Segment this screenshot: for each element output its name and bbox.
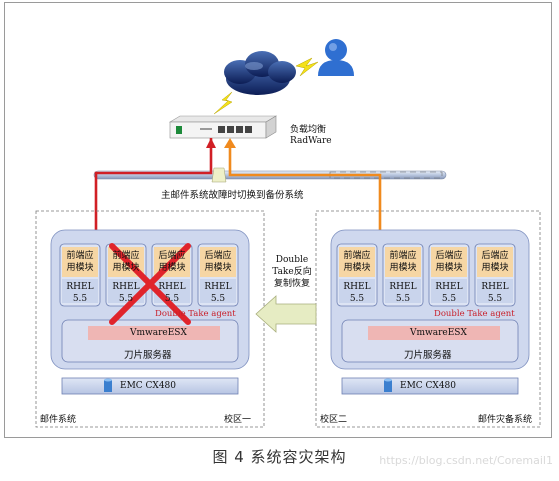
left-agent-label: Double Take agent bbox=[155, 309, 236, 319]
backup-path-arrow bbox=[228, 145, 382, 234]
replication-arrow bbox=[255, 295, 317, 333]
right-agent-label: Double Take agent bbox=[434, 309, 515, 319]
right-module-boxes bbox=[336, 243, 516, 307]
right-system-label: 邮件灾备系统 bbox=[478, 415, 533, 425]
left-blade-label: 刀片服务器 bbox=[124, 350, 172, 361]
switch-description: 主邮件系统故障时切换到备份系统 bbox=[161, 190, 304, 201]
user-icon bbox=[318, 39, 354, 76]
double-take-label: Double Take反向 复制恢复 bbox=[272, 255, 312, 289]
lightning-icon bbox=[213, 91, 233, 115]
load-balancer-device bbox=[168, 115, 278, 139]
lightning-icon bbox=[295, 57, 319, 77]
right-module-1: 前端应用模块 bbox=[343, 251, 371, 273]
left-module-1: 前端应用模块 bbox=[66, 251, 94, 273]
right-emc-label: EMC CX480 bbox=[400, 381, 457, 391]
left-module-2: 前端应用模块 bbox=[112, 251, 140, 273]
left-module-4: 后端应用模块 bbox=[204, 251, 232, 273]
right-campus-label: 校区二 bbox=[320, 415, 348, 425]
primary-path-arrow bbox=[94, 138, 213, 238]
right-vmware-bar bbox=[368, 326, 500, 340]
left-system-label: 邮件系统 bbox=[40, 415, 77, 425]
left-campus-label: 校区一 bbox=[224, 415, 252, 425]
figure-caption: 图 4 系统容灾架构 bbox=[212, 448, 347, 466]
radware-label: RadWare bbox=[290, 136, 332, 146]
right-module-3: 后端应用模块 bbox=[435, 251, 463, 273]
internet-cloud-icon bbox=[224, 51, 296, 95]
database-icon bbox=[384, 378, 392, 392]
right-blade-label: 刀片服务器 bbox=[404, 350, 452, 361]
left-module-3: 后端应用模块 bbox=[158, 251, 186, 273]
left-module-boxes bbox=[59, 243, 239, 307]
left-emc-label: EMC CX480 bbox=[120, 381, 177, 391]
failure-x-icon bbox=[109, 243, 191, 325]
right-module-2: 前端应用模块 bbox=[389, 251, 417, 273]
watermark: https://blog.csdn.net/Coremail1 bbox=[379, 454, 553, 467]
database-icon bbox=[104, 378, 112, 392]
load-balance-label: 负载均衡 bbox=[290, 125, 327, 135]
right-vmware-label: VmwareESX bbox=[410, 328, 467, 338]
left-vmware-label: VmwareESX bbox=[130, 328, 187, 338]
right-module-4: 后端应用模块 bbox=[481, 251, 509, 273]
left-vmware-bar bbox=[88, 326, 220, 340]
